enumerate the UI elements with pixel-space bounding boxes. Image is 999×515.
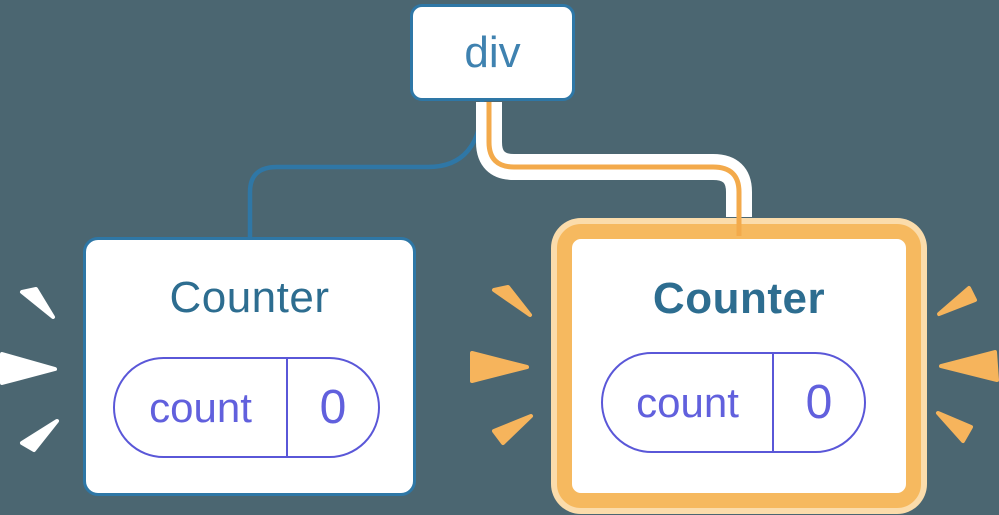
burst-orange-middle-icon: [470, 351, 529, 383]
burst-white-top-icon: [20, 287, 55, 319]
edge-casing: [476, 102, 752, 217]
edge-div-to-right-counter: [486, 102, 742, 236]
state-value: 0: [319, 381, 347, 434]
burst-orange-top-icon: [492, 285, 532, 317]
state-pill: count 0: [113, 357, 380, 458]
burst-group-orange-left: [470, 285, 533, 445]
counter-title: Counter: [652, 274, 826, 323]
burst-white-middle-icon: [0, 352, 57, 385]
state-value: 0: [805, 376, 833, 429]
burst-orange-bottom-icon: [492, 414, 533, 445]
tree-node-div: div: [410, 4, 575, 101]
burst-group-orange-right: [936, 286, 999, 443]
burst-orange-top-icon: [937, 286, 977, 316]
state-key-label: count: [603, 354, 774, 451]
state-pill: count 0: [601, 352, 866, 453]
counter-card-left: Counter count 0: [83, 237, 416, 496]
state-key-label: count: [115, 359, 288, 456]
burst-white-bottom-icon: [20, 419, 59, 452]
counter-title: Counter: [169, 273, 330, 322]
counter-card-right-highlighted: Counter count 0: [557, 224, 921, 508]
tree-node-div-label: div: [464, 27, 521, 77]
burst-orange-bottom-icon: [936, 411, 973, 443]
burst-orange-middle-icon: [939, 350, 999, 382]
edge-div-to-left-counter: [247, 100, 485, 239]
burst-group-white: [0, 287, 59, 452]
